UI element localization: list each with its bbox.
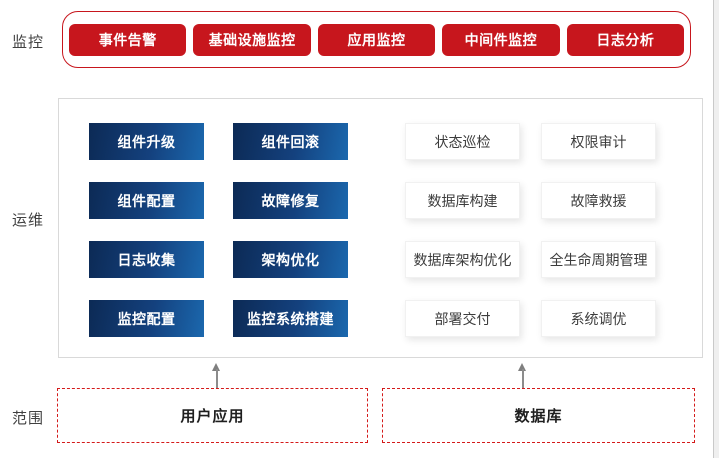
row-label-scope: 范围	[12, 410, 45, 427]
ops-tile-arch-optimization: 架构优化	[233, 241, 348, 278]
arrow-up-icon	[212, 363, 221, 388]
ops-card-system-tuning: 系统调优	[541, 300, 656, 337]
ops-tile-component-upgrade: 组件升级	[89, 123, 204, 160]
ops-tile-component-rollback: 组件回滚	[233, 123, 348, 160]
row-label-monitoring: 监控	[12, 34, 45, 51]
arrow-up-icon	[518, 363, 527, 388]
monitoring-chip-infrastructure: 基础设施监控	[193, 23, 311, 56]
ops-card-lifecycle-management: 全生命周期管理	[541, 241, 656, 278]
ops-tile-fault-repair: 故障修复	[233, 182, 348, 219]
ops-card-db-arch-optimization: 数据库架构优化	[405, 241, 520, 278]
ops-tile-monitor-config: 监控配置	[89, 300, 204, 337]
ops-card-database-build: 数据库构建	[405, 182, 520, 219]
monitoring-chip-log-analysis: 日志分析	[566, 23, 685, 56]
ops-card-permission-audit: 权限审计	[541, 123, 656, 160]
monitoring-group: 事件告警 基础设施监控 应用监控 中间件监控 日志分析	[62, 11, 691, 68]
ops-tile-component-config: 组件配置	[89, 182, 204, 219]
scope-box-user-application: 用户应用	[57, 388, 368, 443]
monitoring-chip-application: 应用监控	[317, 23, 436, 56]
scope-box-database: 数据库	[382, 388, 695, 443]
ops-card-fault-rescue: 故障救援	[541, 182, 656, 219]
scrollbar[interactable]	[713, 0, 719, 458]
ops-card-deployment-delivery: 部署交付	[405, 300, 520, 337]
monitoring-chip-event-alert: 事件告警	[69, 23, 187, 56]
monitoring-chip-middleware: 中间件监控	[442, 23, 560, 56]
operations-panel: 组件升级 组件回滚 组件配置 故障修复 日志收集 架构优化 监控配置 监控系统搭…	[58, 98, 703, 358]
ops-card-status-inspection: 状态巡检	[405, 123, 520, 160]
row-label-operations: 运维	[12, 212, 45, 229]
ops-tile-log-collection: 日志收集	[89, 241, 204, 278]
ops-tile-monitor-system-build: 监控系统搭建	[233, 300, 348, 337]
